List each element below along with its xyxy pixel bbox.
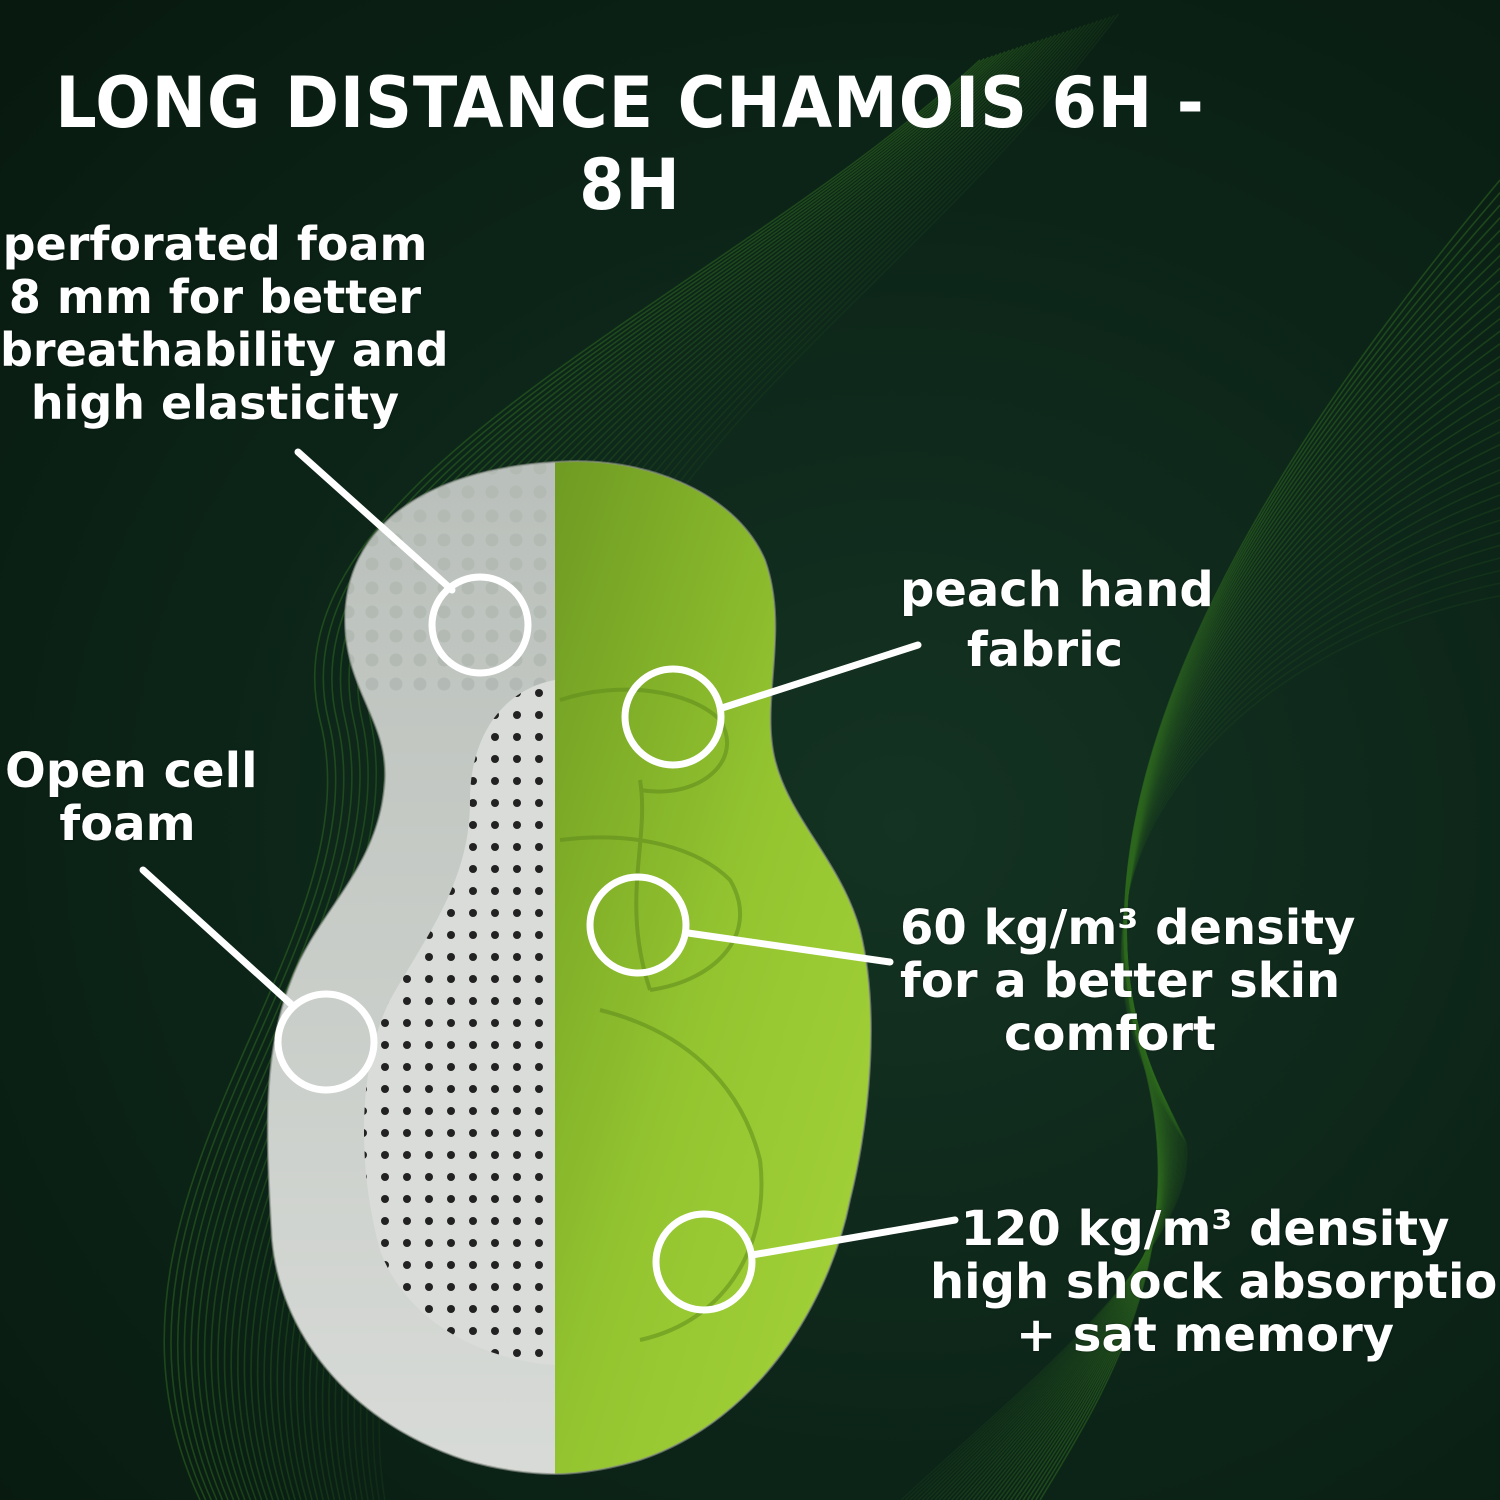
callout-line: 60 kg/m³ density: [900, 900, 1356, 956]
marker-perforated: [428, 573, 532, 677]
callout-leaders: [139, 448, 959, 1259]
pad-green-half: [555, 461, 871, 1474]
callout-line: high elasticity: [30, 376, 400, 430]
marker-peach: [621, 665, 725, 769]
marker-60: [586, 873, 690, 977]
leader-peach: [718, 641, 922, 712]
page-title: LONG DISTANCE CHAMOIS 6H - 8H: [55, 62, 1205, 226]
callout-line: fabric: [966, 622, 1124, 678]
callout-line: perforated foam: [2, 217, 428, 271]
wave-line: [190, 53, 1500, 1500]
callout-label-density-120: 120 kg/m³ density high shock absorption …: [930, 1201, 1500, 1363]
open-cell-perforated-insert: [363, 680, 555, 1365]
callout-line: + sat memory: [1015, 1307, 1395, 1363]
callout-line: foam: [59, 796, 196, 852]
callout-line: for a better skin: [900, 953, 1341, 1009]
callout-line: breathability and: [0, 323, 449, 377]
callout-line: 8 mm for better: [8, 270, 422, 324]
callout-circles: [274, 573, 756, 1314]
callout-line: comfort: [1004, 1006, 1216, 1062]
leader-60: [684, 929, 894, 966]
callout-line: 120 kg/m³ density: [960, 1201, 1450, 1257]
pad-body: [267, 461, 871, 1474]
callout-label-open-cell-foam: Open cell foam: [5, 743, 258, 852]
wave-line: [197, 52, 1500, 1500]
leader-perforated: [294, 448, 456, 594]
callout-label-density-60: 60 kg/m³ density for a better skin comfo…: [900, 900, 1356, 1062]
callout-line: Open cell: [5, 743, 258, 799]
marker-120: [652, 1210, 756, 1314]
callout-line: peach hand: [900, 562, 1214, 618]
marker-open-cell: [274, 990, 378, 1094]
leader-open-cell: [139, 866, 296, 1009]
callout-line: high shock absorption: [930, 1254, 1500, 1310]
callout-label-peach-hand-fabric: peach hand fabric: [900, 560, 1214, 680]
wave-line: [203, 51, 1500, 1500]
callout-label-perforated-foam: perforated foam 8 mm for better breathab…: [0, 217, 449, 430]
leader-120: [748, 1216, 959, 1259]
